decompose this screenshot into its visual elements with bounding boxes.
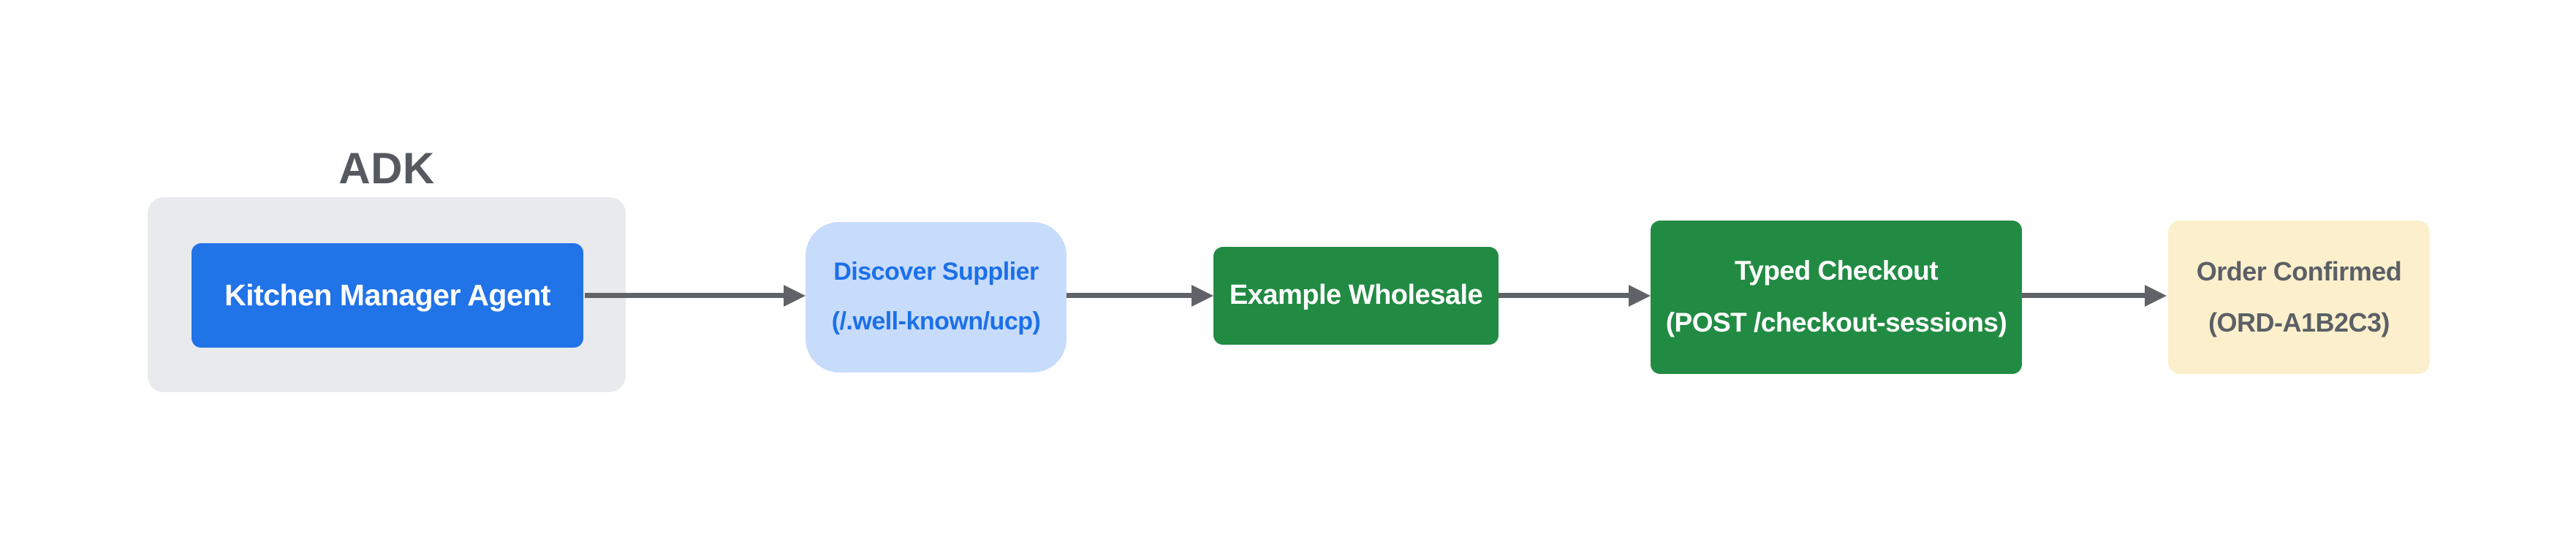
node-order-confirmed: Order Confirmed (ORD-A1B2C3) xyxy=(2168,221,2430,374)
flow-arrow-3-line xyxy=(1499,293,1632,298)
node-discover-supplier-subtitle: (/.well-known/ucp) xyxy=(831,307,1041,335)
flow-arrow-1-head xyxy=(784,285,806,307)
node-discover-supplier: Discover Supplier (/.well-known/ucp) xyxy=(806,222,1067,372)
flow-arrow-4-head xyxy=(2145,285,2167,307)
node-typed-checkout: Typed Checkout (POST /checkout-sessions) xyxy=(1651,221,2022,374)
node-typed-checkout-subtitle: (POST /checkout-sessions) xyxy=(1665,307,2007,337)
node-discover-supplier-title: Discover Supplier xyxy=(833,258,1039,286)
node-example-wholesale: Example Wholesale xyxy=(1213,247,1499,345)
flow-arrow-4-line xyxy=(2022,293,2148,298)
node-order-confirmed-subtitle: (ORD-A1B2C3) xyxy=(2208,307,2390,337)
flow-arrow-2-line xyxy=(1067,293,1194,298)
flow-arrow-1-line xyxy=(585,293,787,298)
node-example-wholesale-title: Example Wholesale xyxy=(1229,280,1483,311)
node-typed-checkout-title: Typed Checkout xyxy=(1734,256,1939,286)
node-kitchen-manager-agent-label: Kitchen Manager Agent xyxy=(224,278,550,312)
flow-arrow-3-head xyxy=(1629,285,1651,307)
node-kitchen-manager-agent: Kitchen Manager Agent xyxy=(192,243,583,348)
flow-arrow-2-head xyxy=(1192,285,1213,307)
node-order-confirmed-title: Order Confirmed xyxy=(2196,256,2402,287)
adk-group-label: ADK xyxy=(338,144,435,193)
